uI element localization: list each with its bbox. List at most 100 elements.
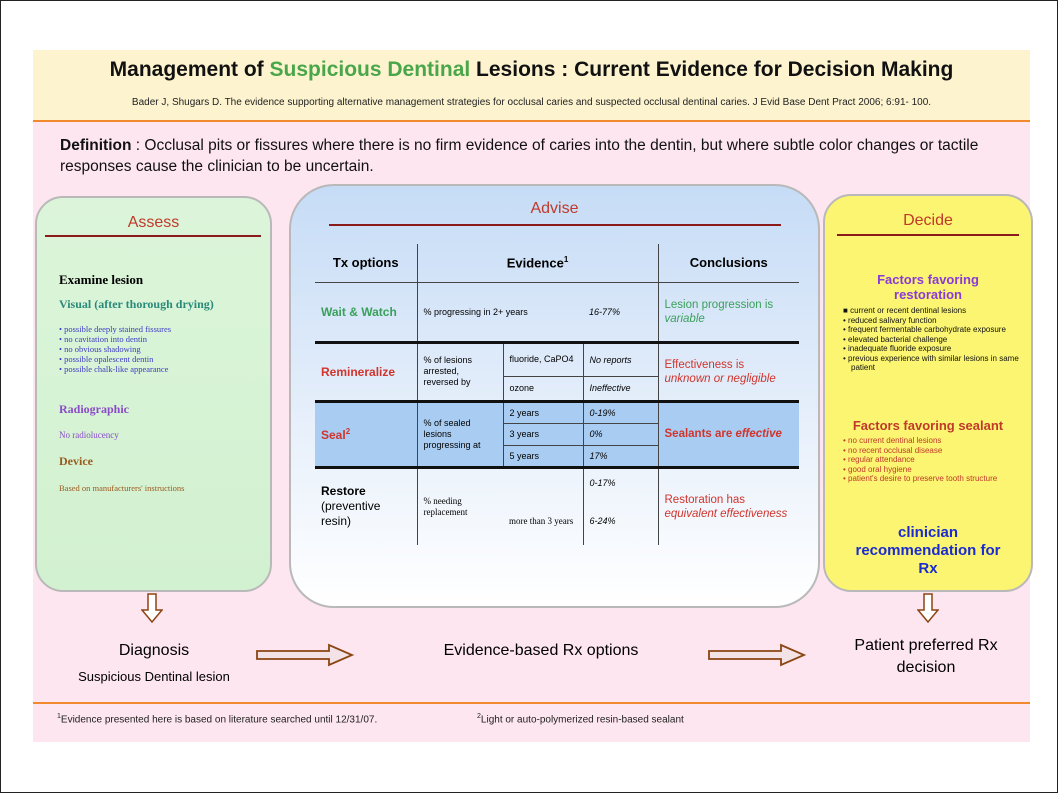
restore-value-2: 6-24% [583, 497, 659, 545]
tx-remineralize: Remineralize [315, 342, 418, 401]
list-item: • inadequate fluoride exposure [843, 344, 952, 353]
decide-panel: Decide Factors favoring restoration ■ cu… [823, 194, 1033, 592]
remin-value-2: Ineffective [583, 376, 659, 401]
seal-value-2: 0% [583, 423, 659, 445]
evidence-to-decision-arrow-icon [708, 643, 807, 667]
item-text: previous experience with similar lesions… [848, 353, 1019, 373]
seal-period-3: 5 years [503, 445, 584, 467]
title-highlight: Suspicious Dentinal [269, 58, 471, 81]
footnote-1-sup: 1 [57, 713, 61, 720]
decide-heading: Decide [903, 212, 953, 229]
list-item: • elevated bacterial challenge [843, 334, 948, 344]
item-text: patient's desire to preserve tooth struc… [848, 474, 998, 483]
item-text: no current dentinal lesions [848, 436, 942, 445]
item-text: frequent fermentable carbohydrate exposu… [848, 325, 1006, 334]
list-item: possible opalescent dentin [59, 354, 171, 364]
wait-value: 16-77% [583, 282, 659, 342]
assess-heading-rule [45, 235, 261, 237]
list-item: • regular attendance [843, 455, 915, 464]
item-text: reduced salivary function [848, 315, 937, 325]
list-item: possible chalk-like appearance [59, 364, 171, 374]
patient-decision-label: Patient preferred Rx decision [854, 637, 998, 676]
table-row-seal: Seal2 % of sealed lesions progressing at… [315, 401, 799, 467]
device-text: Based on manufacturers' instructions [59, 483, 185, 493]
wait-conclusion-b: variable [664, 312, 705, 325]
restore-measure: % needing replacement [423, 495, 468, 517]
clinician-recommendation: clinician recommendation for Rx [855, 524, 1001, 577]
remin-value-1: No reports [583, 342, 659, 376]
list-item: • good oral hygiene [843, 464, 912, 474]
seal-value-1: 0-19% [583, 401, 659, 423]
device-heading: Device [59, 454, 93, 468]
decide-down-arrow-icon [917, 593, 939, 623]
footnote-2: 2Light or auto-polymerized resin-based s… [477, 713, 684, 725]
item-text: inadequate fluoride exposure [848, 344, 952, 353]
visual-list: possible deeply stained fissures no cavi… [59, 324, 171, 374]
list-item: ■ current or recent dentinal lesions [843, 306, 967, 315]
remin-agent-1: fluoride, CaPO4 [503, 342, 584, 376]
footnote-1-text: Evidence presented here is based on lite… [60, 714, 378, 726]
visual-heading: Visual (after thorough drying) [59, 297, 214, 311]
diagnosis-subtitle: Suspicious Dentinal lesion [78, 669, 230, 684]
restore-conclusion: Restoration has equivalent effectiveness [658, 467, 799, 545]
restore-name: Restore [321, 484, 366, 499]
advise-heading-rule [329, 224, 781, 226]
table-header-row: Tx options Evidence1 Conclusions [315, 244, 799, 282]
restore-value-1: 0-17% [583, 467, 659, 497]
decide-heading-rule [837, 234, 1019, 236]
list-item: • no recent occlusal disease [843, 445, 943, 455]
item-text: elevated bacterial challenge [848, 334, 948, 344]
restore-period-2: more than 3 years [503, 497, 584, 545]
table-row-restore-long: more than 3 years 6-24% [315, 497, 799, 545]
table-row-wait: Wait & Watch % progressing in 2+ years 1… [315, 282, 799, 342]
wait-measure: % progressing in 2+ years [423, 306, 528, 317]
item-text: current or recent dentinal lesions [850, 306, 967, 315]
seal-period-2: 3 years [503, 423, 584, 445]
citation: Bader J, Shugars D. The evidence support… [131, 97, 932, 108]
seal-name: Seal [321, 427, 346, 442]
definition-label: Definition [60, 137, 132, 154]
assess-panel: Assess Examine lesion Visual (after thor… [35, 196, 272, 592]
assess-heading: Assess [127, 214, 180, 231]
restoration-factors-list: ■ current or recent dentinal lesions • r… [843, 306, 1021, 373]
radiographic-heading: Radiographic [59, 402, 130, 416]
title-part-1: Management of [109, 58, 270, 81]
restore-conclusion-b: equivalent effectiveness [664, 507, 788, 520]
restore-period-1 [503, 467, 584, 497]
list-item: • reduced salivary function [843, 315, 937, 325]
list-item: • previous experience with similar lesio… [843, 353, 1019, 373]
definition-text: : Occlusal pits or fissures where there … [60, 137, 979, 175]
restore-sub: (preventive resin) [321, 499, 381, 529]
footnote-1: 1Evidence presented here is based on lit… [57, 713, 377, 725]
header-band: Management of Suspicious Dentinal Lesion… [33, 50, 1030, 120]
advise-heading: Advise [530, 200, 579, 217]
footnote-2-sup: 2 [477, 713, 481, 720]
remin-conclusion: Effectiveness is unknown or negligible [658, 342, 799, 401]
list-item: • patient's desire to preserve tooth str… [843, 474, 998, 483]
definition: Definition : Occlusal pits or fissures w… [60, 135, 1020, 177]
page-title: Management of Suspicious Dentinal Lesion… [33, 58, 1030, 82]
evidence-label: Evidence [506, 255, 564, 271]
evidence-sup: 1 [563, 255, 569, 265]
table-row-remineralize: Remineralize % of lesions arrested, reve… [315, 342, 799, 401]
examine-lesion-heading: Examine lesion [59, 272, 144, 287]
item-text: regular attendance [848, 455, 915, 464]
footer-rule [33, 702, 1030, 704]
treatment-options-table: Tx options Evidence1 Conclusions Wait & … [315, 244, 799, 545]
column-header-tx: Tx options [315, 244, 418, 282]
header-rule [33, 120, 1030, 122]
title-part-2: Lesions : Current Evidence for Decision … [470, 58, 954, 81]
diagnosis-to-evidence-arrow-icon [256, 643, 355, 667]
remin-conclusion-b: unknown or negligible [664, 372, 776, 385]
radiographic-text: No radiolucency [59, 430, 119, 440]
tx-seal: Seal2 [315, 401, 418, 467]
list-item: • no current dentinal lesions [843, 436, 942, 445]
seal-conclusion-a: Sealants are [664, 428, 736, 440]
list-item: no cavitation into dentin [59, 334, 171, 344]
restoration-factors-title: Factors favoring restoration [877, 272, 979, 302]
seal-conclusion-b: effective [735, 428, 782, 440]
seal-conclusion: Sealants are effective [658, 401, 799, 467]
tx-wait-watch: Wait & Watch [315, 282, 418, 342]
list-item: possible deeply stained fissures [59, 324, 171, 334]
diagnosis-label: Diagnosis [118, 642, 190, 659]
